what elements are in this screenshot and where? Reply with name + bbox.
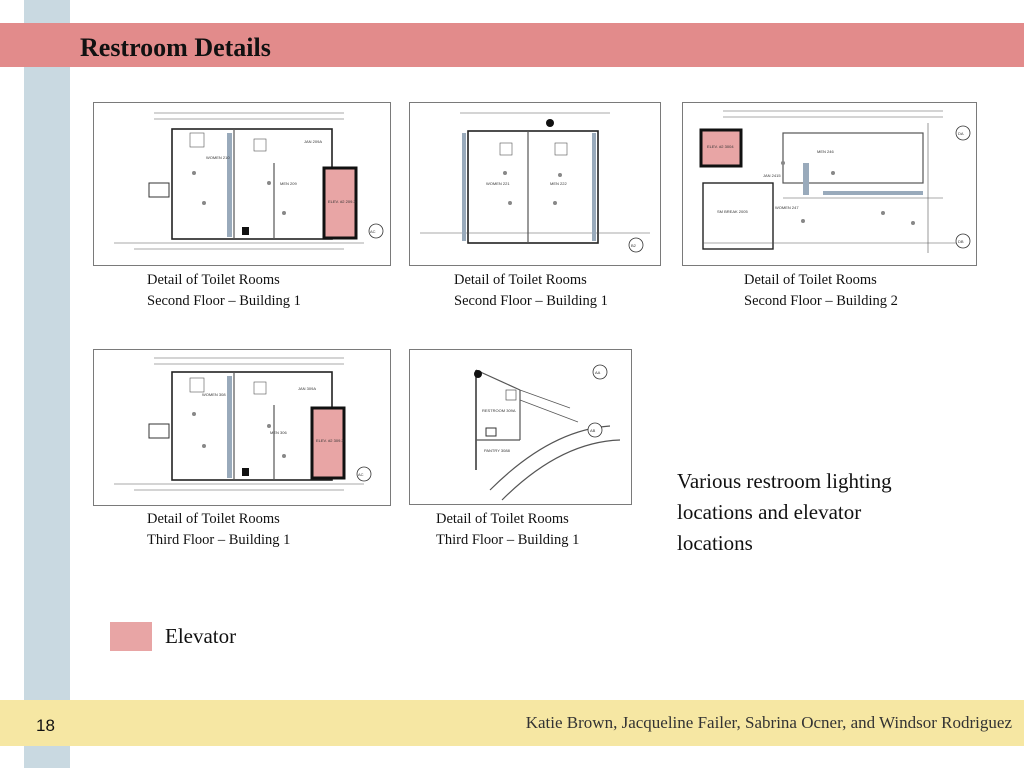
room-label: RESTROOM 309A <box>482 408 516 413</box>
plan-marker: AB <box>590 428 596 433</box>
room-label: JAN 209A <box>304 139 322 144</box>
plan-marker: AA <box>595 370 601 375</box>
floor-plan-third-floor-building-1-b: AA AB RESTROOM 309A PANTRY 3088 <box>409 349 632 505</box>
room-label: WOMEN 210 <box>206 155 230 160</box>
floor-plan-second-floor-building-1-b: B2 WOMEN 221 MEN 222 <box>409 102 661 266</box>
page-title: Restroom Details <box>80 33 271 62</box>
room-label: ELEV. #2 3004 <box>707 144 734 149</box>
plan-marker: B2 <box>631 243 637 248</box>
room-label: SM BREAK 2005 <box>717 209 748 214</box>
room-label: MEN 222 <box>550 181 567 186</box>
room-label: WOMEN 308 <box>202 392 226 397</box>
room-label: JAN 2415 <box>763 173 781 178</box>
room-label: ELEV. #2 309.3 <box>316 438 344 443</box>
page-number: 18 <box>36 716 55 735</box>
room-label: MEN 209 <box>280 181 297 186</box>
elevator-legend-label: Elevator <box>165 624 237 648</box>
plan-marker: AC <box>358 472 364 477</box>
plan-marker: AC <box>370 229 376 234</box>
room-label: WOMEN 247 <box>775 205 799 210</box>
description-note: Various restroom lighting locations and … <box>677 469 892 555</box>
title-band <box>0 23 1024 67</box>
elevator-legend-swatch <box>110 622 152 651</box>
authors-credit: Katie Brown, Jacqueline Failer, Sabrina … <box>525 713 1012 732</box>
room-label: PANTRY 3088 <box>484 448 511 453</box>
room-label: WOMEN 221 <box>486 181 510 186</box>
floor-plan-third-floor-building-1-a: AC WOMEN 308 MEN 306 JAN 309A ELEV. #2 3… <box>93 349 391 506</box>
floor-plan-second-floor-building-1-a: AC WOMEN 210 MEN 209 JAN 209A ELEV. #2 2… <box>93 102 391 266</box>
left-accent-bar <box>24 0 70 768</box>
floor-plan-second-floor-building-2: DA DB ELEV. #2 3004 JAN 2415 MEN 246 WOM… <box>682 102 977 266</box>
plan-marker: DA <box>958 131 964 136</box>
plan-marker: DB <box>958 239 964 244</box>
footer-band <box>0 700 1024 746</box>
room-label: MEN 306 <box>270 430 287 435</box>
room-label: ELEV. #2 209.3 <box>328 199 356 204</box>
room-label: MEN 246 <box>817 149 834 154</box>
room-label: JAN 309A <box>298 386 316 391</box>
